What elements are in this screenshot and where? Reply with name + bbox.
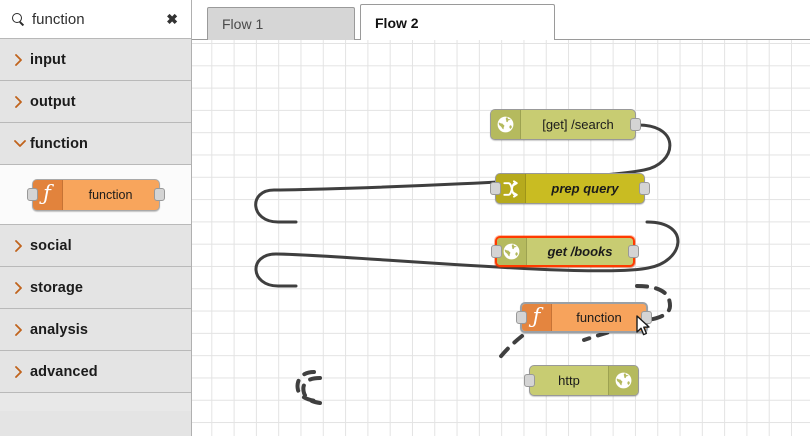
globe-icon xyxy=(491,110,521,139)
node-output-port[interactable] xyxy=(639,181,650,195)
node-output-port[interactable] xyxy=(153,187,165,201)
search-icon xyxy=(12,12,25,26)
palette-category-social[interactable]: social xyxy=(0,225,191,267)
palette-node-label: function xyxy=(88,187,133,202)
editor-main: Flow 1 Flow 2 xyxy=(192,0,810,436)
function-f-icon: ƒ xyxy=(522,304,552,331)
palette-category-storage[interactable]: storage xyxy=(0,267,191,309)
function-f-icon: ƒ xyxy=(32,179,63,210)
palette-category-label: storage xyxy=(30,279,84,296)
chevron-down-icon xyxy=(14,139,30,148)
chevron-right-icon xyxy=(14,95,30,108)
tab-flow-1[interactable]: Flow 1 xyxy=(207,7,355,40)
palette-sidebar: function ✖ input output function xyxy=(0,0,192,436)
palette-category-label: advanced xyxy=(30,363,98,380)
wire-function-to-http-tail xyxy=(301,376,322,405)
flow-node-label: prep query xyxy=(551,181,619,196)
flow-node-http-in-books[interactable]: get /books xyxy=(491,236,639,267)
node-output-port[interactable] xyxy=(628,244,639,258)
flow-node-label: get /books xyxy=(547,244,613,259)
chevron-right-icon xyxy=(14,53,30,66)
flow-node-label: http xyxy=(558,373,580,388)
flow-node-label: function xyxy=(576,310,622,325)
palette-category-label: input xyxy=(30,51,66,68)
palette-node-function[interactable]: ƒ function xyxy=(26,178,165,211)
node-output-port[interactable] xyxy=(630,117,641,131)
node-output-port[interactable] xyxy=(641,310,652,324)
flow-tab-bar: Flow 1 Flow 2 xyxy=(192,0,810,40)
wire-function-to-http-hook xyxy=(295,370,318,403)
palette-category-output[interactable]: output xyxy=(0,81,191,123)
flow-canvas[interactable]: [get] /search prep query xyxy=(192,40,810,436)
node-input-port[interactable] xyxy=(516,310,527,324)
node-input-port[interactable] xyxy=(491,244,502,258)
palette-category-label: output xyxy=(30,93,76,110)
flow-node-http-response[interactable]: http xyxy=(524,365,639,396)
palette-node-list: ƒ function xyxy=(0,165,191,225)
palette-empty-area xyxy=(0,411,191,436)
palette-category-label: function xyxy=(30,135,88,152)
flow-node-http-in-search[interactable]: [get] /search xyxy=(490,109,641,140)
palette-category-function[interactable]: function xyxy=(0,123,191,165)
palette-category-label: analysis xyxy=(30,321,89,338)
tab-flow-2[interactable]: Flow 2 xyxy=(360,4,555,40)
flow-node-label: [get] /search xyxy=(542,117,614,132)
chevron-right-icon xyxy=(14,239,30,252)
tab-label: Flow 1 xyxy=(222,16,264,32)
palette-category-input[interactable]: input xyxy=(0,39,191,81)
chevron-right-icon xyxy=(14,323,30,336)
globe-icon xyxy=(608,366,638,395)
palette-category-analysis[interactable]: analysis xyxy=(0,309,191,351)
tab-label: Flow 2 xyxy=(375,14,419,31)
search-input[interactable]: function xyxy=(32,11,85,27)
flow-node-function[interactable]: ƒ function xyxy=(516,302,652,333)
clear-search-icon[interactable]: ✖ xyxy=(166,11,178,27)
palette-search-box[interactable]: function ✖ xyxy=(0,0,191,39)
chevron-right-icon xyxy=(14,365,30,378)
node-input-port[interactable] xyxy=(26,187,38,201)
node-input-port[interactable] xyxy=(524,373,535,387)
chevron-right-icon xyxy=(14,281,30,294)
flow-node-prep-query[interactable]: prep query xyxy=(490,173,650,204)
palette-category-advanced[interactable]: advanced xyxy=(0,351,191,393)
wire-function-to-http xyxy=(496,334,524,362)
node-input-port[interactable] xyxy=(490,181,501,195)
palette-category-label: social xyxy=(30,237,72,254)
